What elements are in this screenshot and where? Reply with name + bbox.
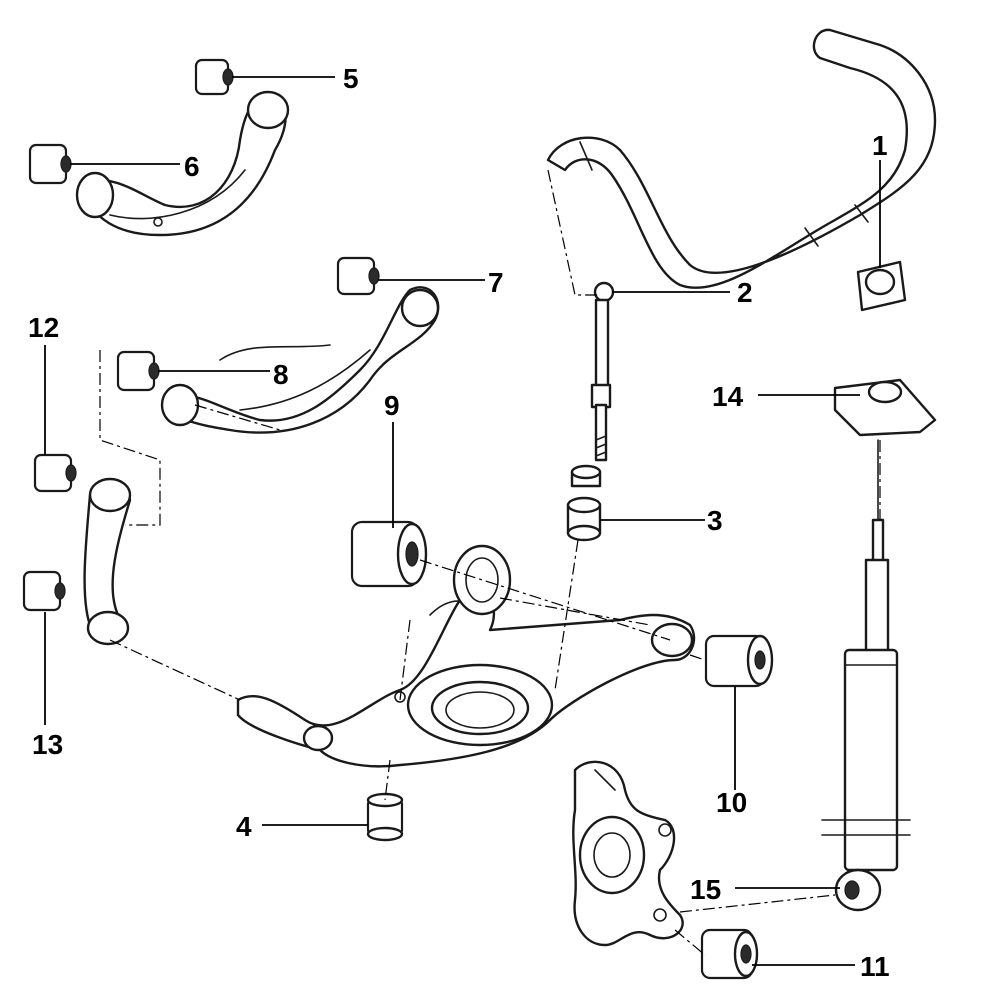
callout-4: 4 — [236, 811, 252, 842]
callout-1: 1 — [872, 130, 888, 161]
rear-knuckle — [572, 760, 684, 947]
callout-labels: 1 2 3 4 5 6 7 8 9 10 11 12 13 14 15 — [28, 63, 890, 982]
callout-8: 8 — [273, 359, 289, 390]
shock-absorber — [821, 378, 937, 912]
bushing-12 — [33, 453, 77, 493]
callout-14: 14 — [712, 381, 744, 412]
callout-5: 5 — [343, 63, 359, 94]
callout-2: 2 — [737, 277, 753, 308]
callout-15: 15 — [690, 874, 721, 905]
link-bushing-upper — [570, 464, 602, 488]
stabilizer-link — [590, 281, 615, 462]
upper-control-arm-rear — [160, 286, 440, 434]
bushing-11 — [700, 928, 759, 980]
stabilizer-bar — [546, 28, 937, 289]
bushing-5 — [194, 58, 234, 96]
bushing-4 — [366, 792, 404, 842]
bushing-8 — [116, 350, 160, 392]
bushing-10 — [704, 634, 774, 688]
callout-10: 10 — [716, 787, 747, 818]
toe-link — [83, 477, 132, 646]
bushing-9 — [350, 520, 428, 588]
lower-control-arm — [236, 588, 696, 768]
bushing-7 — [336, 256, 380, 296]
arm-mount-sleeve — [452, 544, 512, 616]
callout-3: 3 — [707, 505, 723, 536]
callout-12: 12 — [28, 312, 59, 343]
callout-9: 9 — [384, 390, 400, 421]
link-bushing-lower — [566, 496, 602, 542]
callout-6: 6 — [184, 151, 200, 182]
callout-7: 7 — [488, 267, 504, 298]
callout-13: 13 — [32, 729, 63, 760]
callout-11: 11 — [860, 951, 890, 982]
bushing-6 — [28, 143, 72, 185]
upper-control-arm-front — [75, 90, 290, 237]
assembly-guide-lines — [99, 169, 881, 956]
bushing-13 — [22, 570, 66, 612]
stabilizer-bushing — [856, 260, 907, 312]
callout-leaders — [44, 76, 881, 966]
